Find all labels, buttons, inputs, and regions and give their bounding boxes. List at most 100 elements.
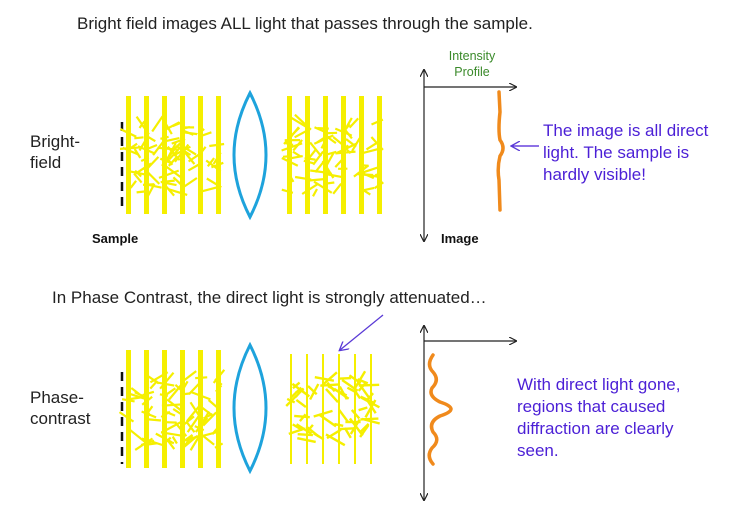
diffraction-stroke (359, 423, 370, 433)
intensity-label-line1: Intensity (448, 49, 496, 63)
diffraction-stroke (305, 425, 320, 438)
diffraction-stroke (312, 150, 324, 166)
diffraction-stroke (167, 156, 178, 167)
bright-field-note: The image is all direct light. The sampl… (543, 120, 708, 186)
diffraction-stroke (362, 165, 381, 174)
diffraction-stroke (141, 437, 163, 447)
diffraction-stroke (168, 143, 184, 161)
diffraction-stroke (135, 162, 152, 175)
diffraction-stroke (334, 156, 346, 168)
diffraction-stroke (135, 115, 150, 136)
diffraction-stroke (307, 385, 318, 396)
diffraction-stroke (143, 167, 161, 185)
diffraction-stroke (298, 413, 307, 422)
diffraction-stroke (134, 437, 154, 451)
diffraction-stroke (174, 383, 186, 394)
bright-field-label: Bright- field (30, 131, 80, 173)
diffraction-stroke (164, 137, 180, 143)
diffraction-stroke (374, 173, 383, 184)
wavefront-bar (338, 354, 340, 464)
diffraction-stroke (140, 156, 150, 163)
diffraction-stroke (290, 116, 309, 130)
phase-label-line1: Phase- (30, 388, 84, 407)
diffraction-stroke (134, 136, 144, 140)
phase-contrast-label: Phase- contrast (30, 387, 90, 429)
diffraction-stroke (338, 408, 350, 424)
diffraction-stroke (179, 392, 191, 396)
diffraction-stroke (168, 188, 188, 196)
diffraction-stroke (295, 398, 307, 409)
diffraction-stroke (358, 170, 375, 180)
diffraction-stroke (202, 411, 217, 427)
diffraction-stroke (163, 387, 177, 398)
diffraction-stroke (287, 172, 295, 183)
diffraction-stroke (147, 143, 158, 150)
wavefront-bar (126, 96, 131, 214)
diffraction-stroke (165, 156, 174, 166)
diffraction-stroke (361, 417, 381, 425)
diffraction-stroke (171, 138, 183, 145)
diffraction-stroke (121, 398, 135, 403)
phase-note-line2: regions that caused (517, 397, 666, 416)
diffraction-stroke (349, 418, 361, 435)
diffraction-stroke (134, 391, 144, 398)
diffraction-stroke (162, 119, 173, 135)
bright-transmitted-wavefronts (281, 96, 384, 214)
diffraction-stroke (198, 432, 215, 446)
sample-label: Sample (92, 231, 139, 246)
diffraction-stroke (341, 125, 353, 140)
bright-field-label-line1: Bright- (30, 132, 81, 151)
diffraction-stroke (183, 129, 194, 136)
diffraction-stroke (326, 150, 337, 156)
diffraction-stroke (323, 168, 333, 176)
diffraction-stroke (119, 128, 137, 138)
diffraction-stroke (145, 374, 160, 385)
diffraction-stroke (197, 128, 205, 136)
diffraction-stroke (158, 169, 180, 179)
diffraction-stroke (294, 129, 309, 139)
intensity-profile-label: Intensity Profile (432, 48, 512, 80)
diffraction-stroke (179, 143, 197, 156)
phase-incident-wavefronts (118, 350, 226, 468)
bright-field-label-line2: field (30, 153, 62, 172)
diffraction-stroke (360, 395, 376, 405)
phase-note-line1: With direct light gone, (517, 375, 681, 394)
diffraction-stroke (294, 387, 305, 398)
diffraction-stroke (214, 378, 223, 386)
diffraction-stroke (133, 172, 143, 184)
diffraction-stroke (297, 433, 313, 437)
diffraction-stroke (212, 152, 222, 165)
diffraction-stroke (358, 406, 368, 412)
wavefront-bar (354, 354, 356, 464)
diffraction-stroke (198, 131, 212, 138)
diffraction-stroke (146, 442, 158, 446)
wavefront-bar (359, 96, 364, 214)
diffraction-stroke (188, 379, 204, 396)
diffraction-stroke (145, 407, 151, 417)
diffraction-stroke (334, 422, 344, 427)
diffraction-stroke (206, 157, 215, 167)
phase-note-line4: seen. (517, 441, 559, 460)
diffraction-stroke (199, 185, 221, 193)
diffraction-stroke (138, 120, 146, 129)
diffraction-stroke (179, 177, 198, 190)
diffraction-stroke (187, 163, 201, 172)
wavefront-bar (162, 96, 167, 214)
phase-pointer-arrow (340, 314, 384, 350)
diffraction-stroke (359, 186, 375, 193)
diffraction-stroke (127, 170, 150, 177)
diffraction-stroke (159, 371, 175, 390)
diffraction-stroke (357, 381, 367, 392)
diffraction-stroke (358, 383, 380, 387)
diffraction-stroke (353, 164, 369, 178)
diffraction-stroke (209, 142, 225, 148)
diffraction-stroke (325, 172, 345, 179)
diffraction-stroke (186, 405, 200, 422)
diffraction-stroke (373, 181, 384, 190)
diffraction-stroke (371, 118, 384, 126)
diffraction-stroke (148, 183, 162, 189)
diffraction-stroke (281, 157, 299, 167)
diffraction-stroke (324, 131, 338, 135)
diffraction-stroke (370, 136, 384, 151)
wavefront-bar (377, 96, 382, 214)
